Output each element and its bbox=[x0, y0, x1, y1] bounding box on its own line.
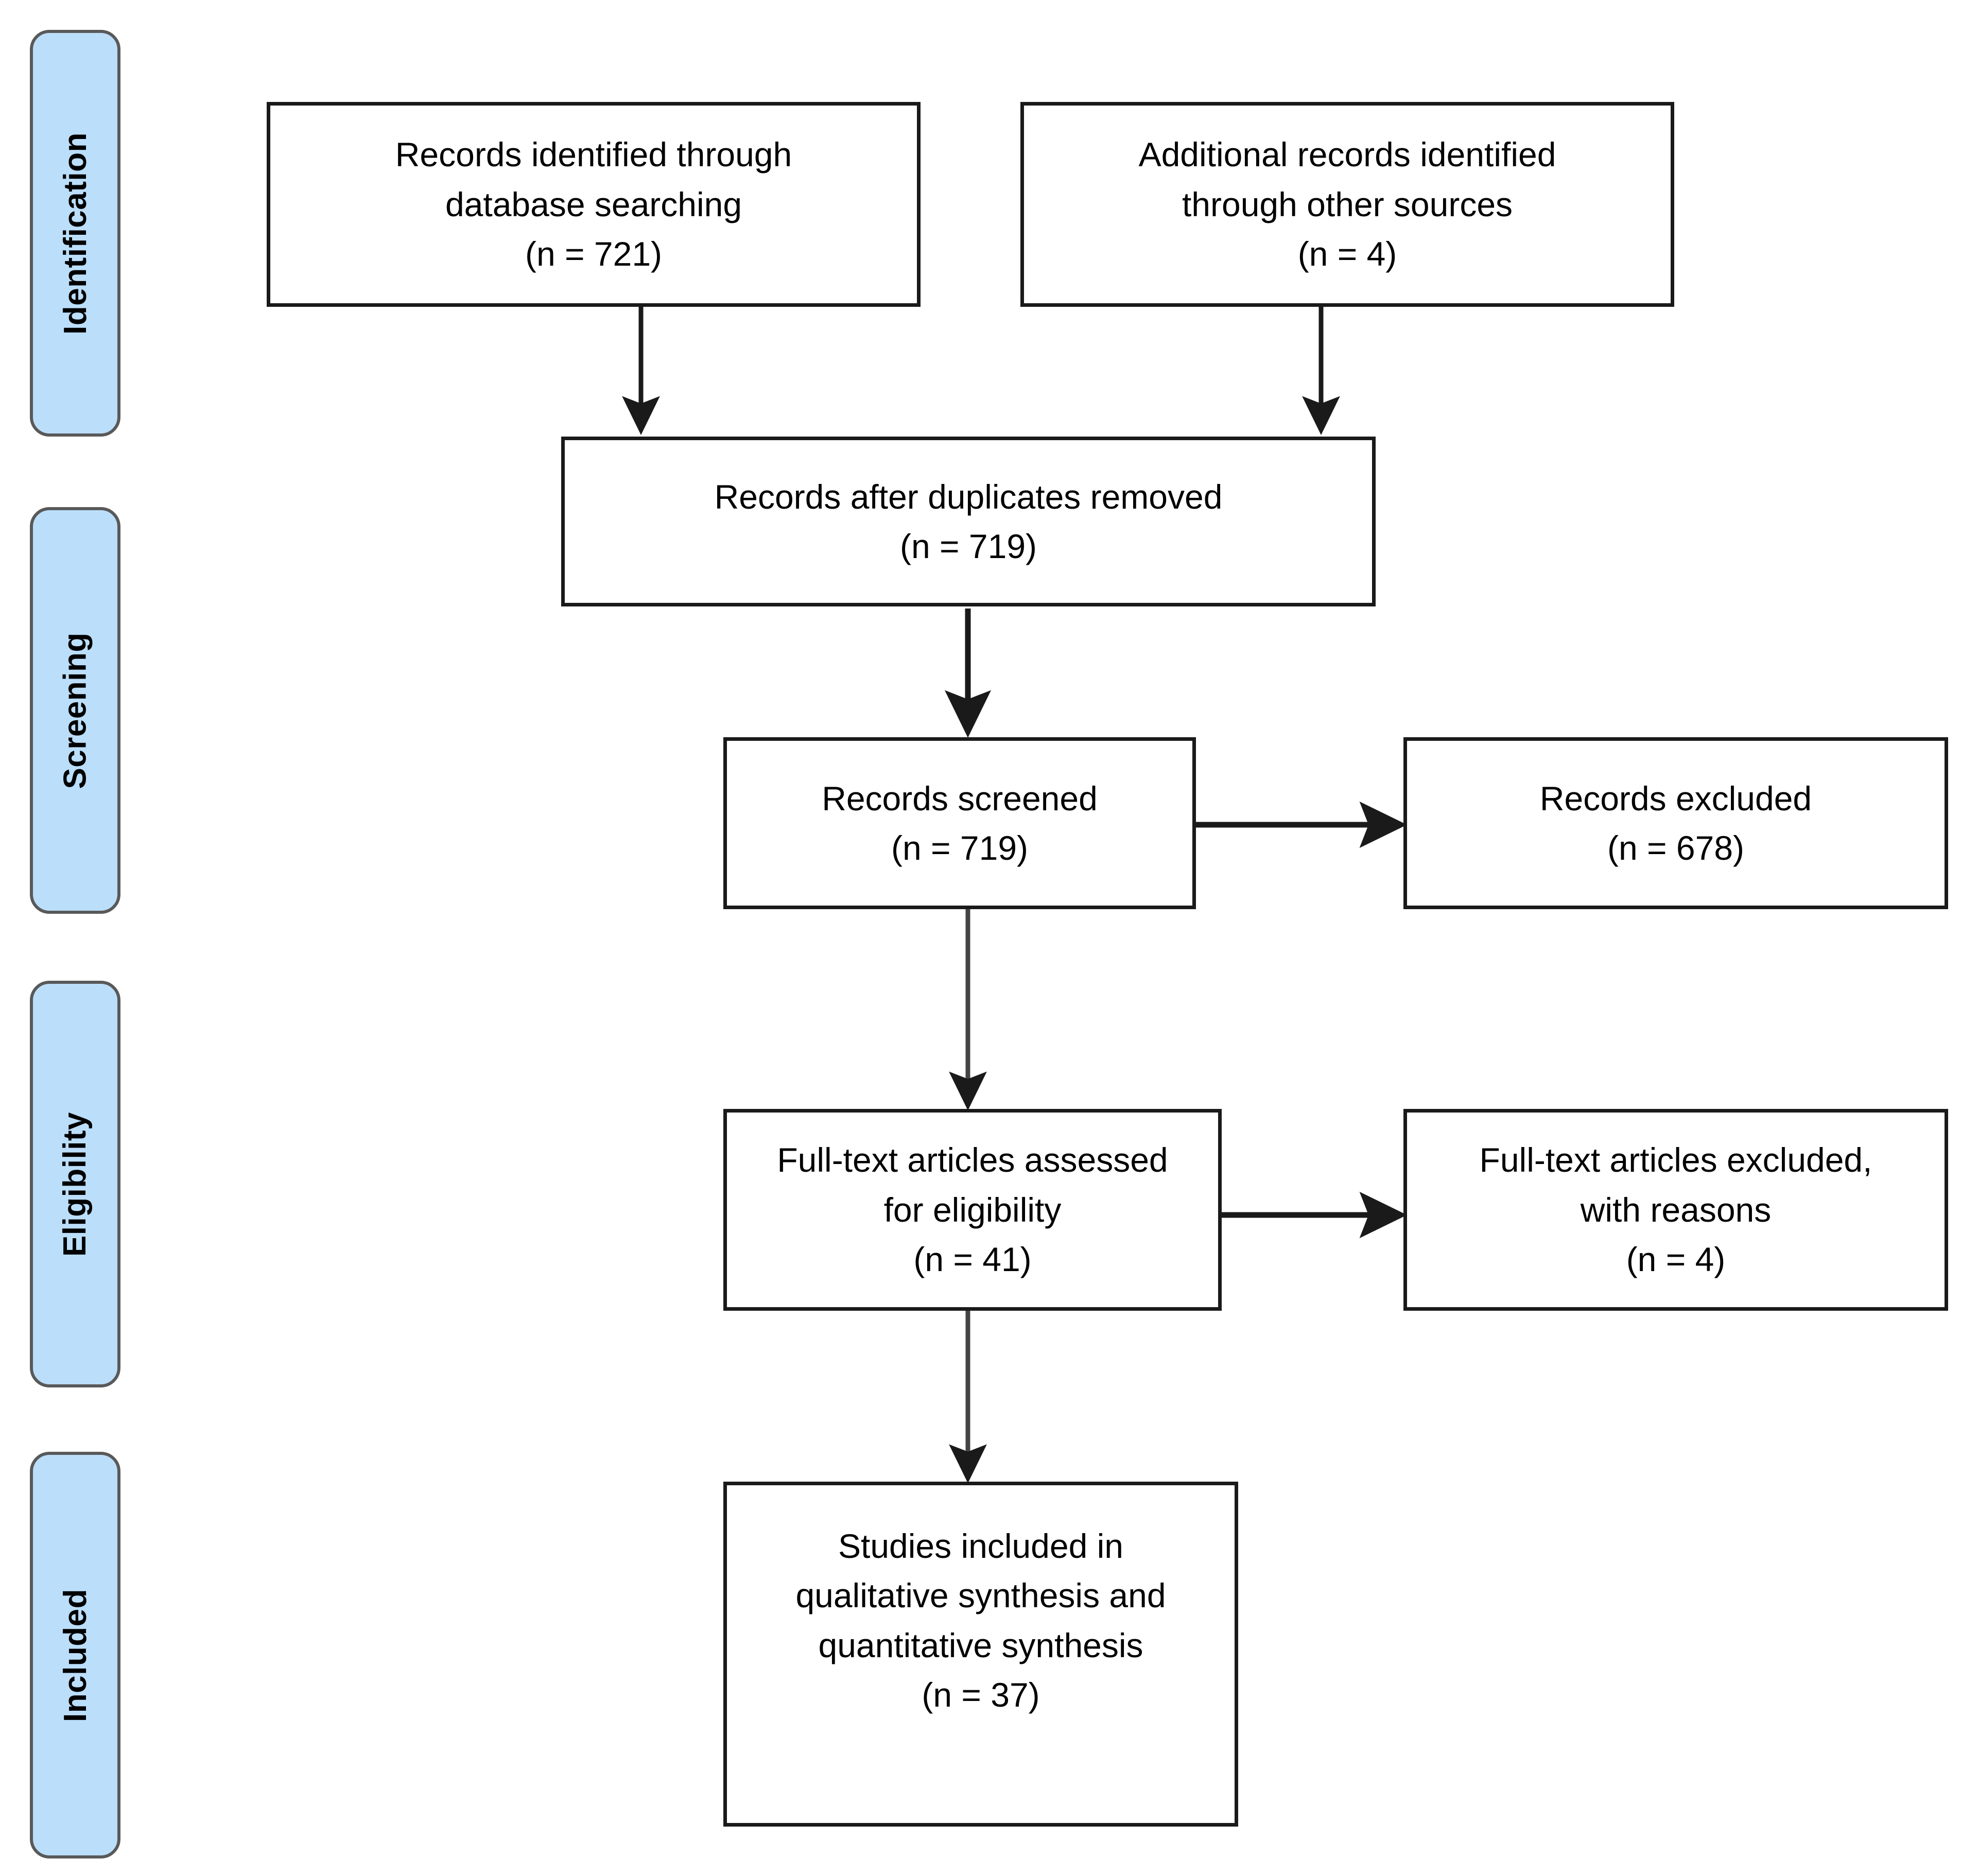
box-fulltext-assessed: Full-text articles assessed for eligibil… bbox=[723, 1109, 1222, 1311]
box-line: Additional records identified bbox=[1138, 135, 1556, 174]
box-line: through other sources bbox=[1182, 185, 1513, 223]
box-line: (n = 719) bbox=[891, 829, 1028, 867]
box-line: (n = 41) bbox=[913, 1240, 1032, 1279]
box-line: Records excluded bbox=[1539, 779, 1812, 818]
box-line: Studies included in bbox=[838, 1527, 1124, 1565]
box-line: qualitative synthesis and bbox=[795, 1576, 1166, 1615]
stage-label-included: Included bbox=[57, 1588, 93, 1722]
box-line: Full-text articles excluded, bbox=[1479, 1141, 1872, 1179]
stage-tab-eligibility: Eligibility bbox=[30, 981, 120, 1387]
stage-tab-identification: Identification bbox=[30, 30, 120, 437]
stage-label-eligibility: Eligibility bbox=[57, 1111, 93, 1257]
box-line: Records after duplicates removed bbox=[714, 477, 1223, 516]
box-records-excluded: Records excluded (n = 678) bbox=[1403, 737, 1948, 909]
stage-tab-screening: Screening bbox=[30, 507, 120, 914]
box-line: (n = 4) bbox=[1626, 1240, 1726, 1279]
box-additional-records: Additional records identified through ot… bbox=[1020, 102, 1674, 307]
box-duplicates-removed: Records after duplicates removed (n = 71… bbox=[561, 437, 1376, 606]
box-fulltext-excluded: Full-text articles excluded, with reason… bbox=[1403, 1109, 1948, 1311]
box-line: (n = 721) bbox=[525, 235, 662, 273]
box-line: (n = 719) bbox=[900, 527, 1037, 565]
box-line: (n = 678) bbox=[1607, 829, 1744, 867]
box-studies-included: Studies included in qualitative synthesi… bbox=[723, 1482, 1238, 1827]
box-line: database searching bbox=[445, 185, 742, 223]
box-line: with reasons bbox=[1580, 1190, 1772, 1229]
box-line: Records identified through bbox=[395, 135, 792, 174]
box-records-identified: Records identified through database sear… bbox=[267, 102, 921, 307]
box-line: (n = 37) bbox=[922, 1676, 1040, 1714]
box-line: Full-text articles assessed bbox=[777, 1141, 1168, 1179]
box-line: for eligibility bbox=[883, 1190, 1062, 1229]
box-line: Records screened bbox=[822, 779, 1098, 818]
box-records-screened: Records screened (n = 719) bbox=[723, 737, 1196, 909]
box-line: (n = 4) bbox=[1297, 235, 1397, 273]
stage-label-screening: Screening bbox=[57, 632, 93, 789]
box-line: quantitative synthesis bbox=[818, 1626, 1143, 1664]
stage-tab-included: Included bbox=[30, 1452, 120, 1858]
stage-label-identification: Identification bbox=[57, 132, 93, 335]
